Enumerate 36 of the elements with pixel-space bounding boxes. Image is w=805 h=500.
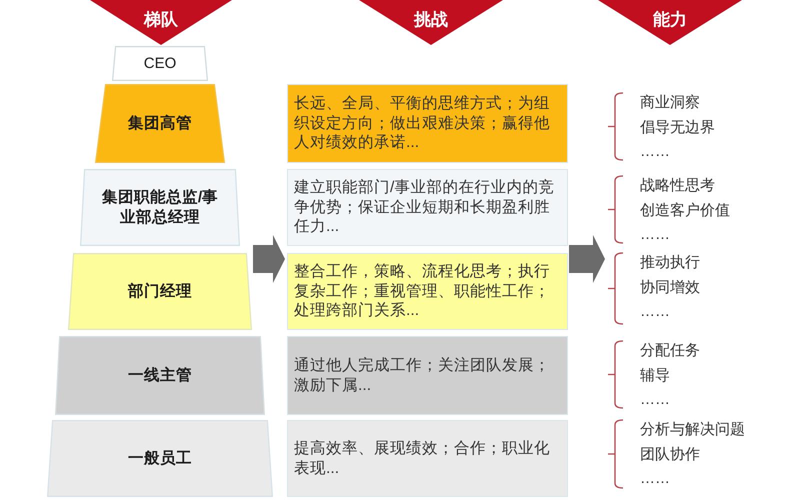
ability-item: …… (640, 390, 670, 410)
ability-item: 创造客户价值 (640, 200, 730, 220)
challenge-box (287, 336, 568, 415)
tier-label: 集团高管 (128, 114, 192, 134)
challenge-text: 长远、全局、平衡的思维方式；为组织设定方向；做出艰难决策；赢得他人对绩效的承诺... (294, 94, 551, 153)
ability-item: 团队协作 (640, 444, 700, 464)
header-label: 挑战 (414, 9, 448, 31)
arrow (569, 235, 605, 283)
challenge-box (287, 253, 568, 330)
challenge-box (287, 84, 568, 163)
ability-item: …… (640, 469, 670, 489)
arrow (253, 235, 285, 283)
tier-label: 一般员工 (128, 448, 192, 468)
tier-label: 部门经理 (128, 282, 192, 302)
ability-item: …… (640, 142, 670, 162)
tier-label: CEO (144, 54, 176, 74)
challenge-text: 提高效率、展现绩效；合作；职业化表现... (294, 439, 551, 478)
ability-item: 辅导 (640, 366, 670, 386)
ability-item: 商业洞察 (640, 93, 700, 113)
header-label: 梯队 (144, 9, 178, 31)
ability-item: 协同增效 (640, 278, 700, 298)
ability-item: …… (640, 302, 670, 322)
tier-label: 一线主管 (128, 366, 192, 386)
challenge-text: 通过他人完成工作；关注团队发展；激励下属... (294, 356, 551, 395)
challenge-text: 整合工作，策略、流程化思考；执行复杂工作；重视管理、职能性工作；处理跨部门关系... (294, 262, 551, 321)
ability-item: …… (640, 225, 670, 245)
ability-item: 推动执行 (640, 253, 700, 273)
ability-item: 战略性思考 (640, 176, 715, 196)
challenge-box (287, 420, 568, 497)
challenge-text: 建立职能部门/事业部的在行业内的竞争优势；保证企业短期和长期盈利胜任力... (294, 178, 556, 237)
ability-item: 倡导无边界 (640, 118, 715, 138)
header-label: 能力 (653, 9, 687, 31)
tier-label: 集团职能总监/事业部总经理 (100, 188, 220, 228)
ability-item: 分配任务 (640, 341, 700, 361)
challenge-box (287, 169, 568, 246)
ability-item: 分析与解决问题 (640, 420, 745, 440)
